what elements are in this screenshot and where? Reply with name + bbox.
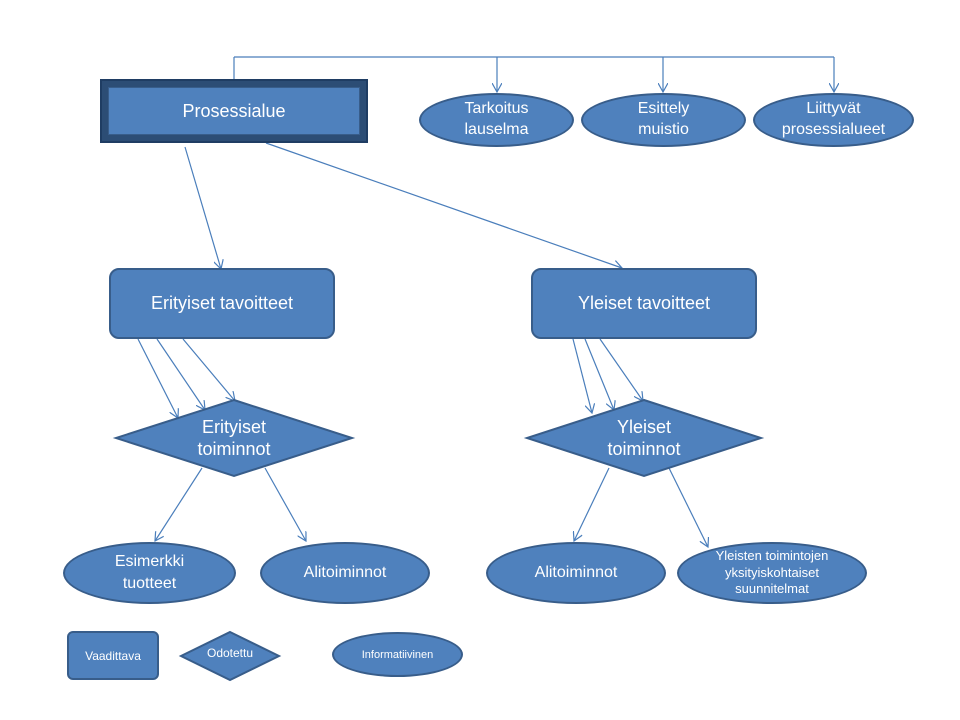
alitoiminnot-left-label: Alitoiminnot <box>303 564 387 581</box>
connector-erityiset-practices <box>137 338 235 418</box>
erityiset-toiminnot-shape <box>112 398 356 478</box>
esimerkki-tuotteet-ellipse[interactable]: Esimerkki tuotteet <box>63 542 236 604</box>
alitoiminnot-right-ellipse[interactable]: Alitoiminnot <box>486 542 666 604</box>
legend-required-box: Vaadittava <box>67 631 159 680</box>
connector-to-alitoiminnot-right <box>574 467 610 541</box>
liittyvat-label: Liittyvät prosessialueet <box>781 100 886 138</box>
top-bracket-connector <box>233 56 834 92</box>
connector-to-esimerkki <box>155 467 203 541</box>
esittely-ellipse[interactable]: Esittely muistio <box>581 93 746 147</box>
connector-to-suunnitelmat <box>668 467 708 547</box>
yleiset-toiminnot-shape <box>523 398 765 478</box>
legend-informative-label: Informatiivinen <box>361 648 434 661</box>
yleisten-suunnitelmat-ellipse[interactable]: Yleisten toimintojen yksityiskohtaiset s… <box>677 542 867 604</box>
legend-required-label: Vaadittava <box>85 648 141 663</box>
connector-yleiset-practices <box>572 338 643 413</box>
alitoiminnot-right-label: Alitoiminnot <box>534 564 618 581</box>
tarkoitus-label: Tarkoitus lauselma <box>464 100 529 138</box>
legend-diamond-shape <box>178 630 282 682</box>
legend-informative-ellipse: Informatiivinen <box>332 632 463 677</box>
alitoiminnot-left-ellipse[interactable]: Alitoiminnot <box>260 542 430 604</box>
connector-to-erityiset-tavoitteet <box>184 146 221 269</box>
tarkoitus-ellipse[interactable]: Tarkoitus lauselma <box>419 93 574 147</box>
esimerkki-tuotteet-label: Esimerkki tuotteet <box>114 553 185 592</box>
yleiset-tavoitteet-label: Yleiset tavoitteet <box>577 293 711 313</box>
connector-to-alitoiminnot-left <box>264 467 306 541</box>
yleisten-suunnitelmat-label: Yleisten toimintojen yksityiskohtaiset s… <box>715 547 829 597</box>
erityiset-tavoitteet-box[interactable]: Erityiset tavoitteet <box>109 268 335 339</box>
prosessialue-label: Prosessialue <box>182 100 286 121</box>
liittyvat-ellipse[interactable]: Liittyvät prosessialueet <box>753 93 914 147</box>
erityiset-tavoitteet-label: Erityiset tavoitteet <box>150 293 294 313</box>
yleiset-tavoitteet-box[interactable]: Yleiset tavoitteet <box>531 268 757 339</box>
prosessialue-box[interactable]: Prosessialue <box>100 79 368 143</box>
connector-to-yleiset-tavoitteet <box>265 142 622 268</box>
esittely-label: Esittely muistio <box>637 100 690 138</box>
